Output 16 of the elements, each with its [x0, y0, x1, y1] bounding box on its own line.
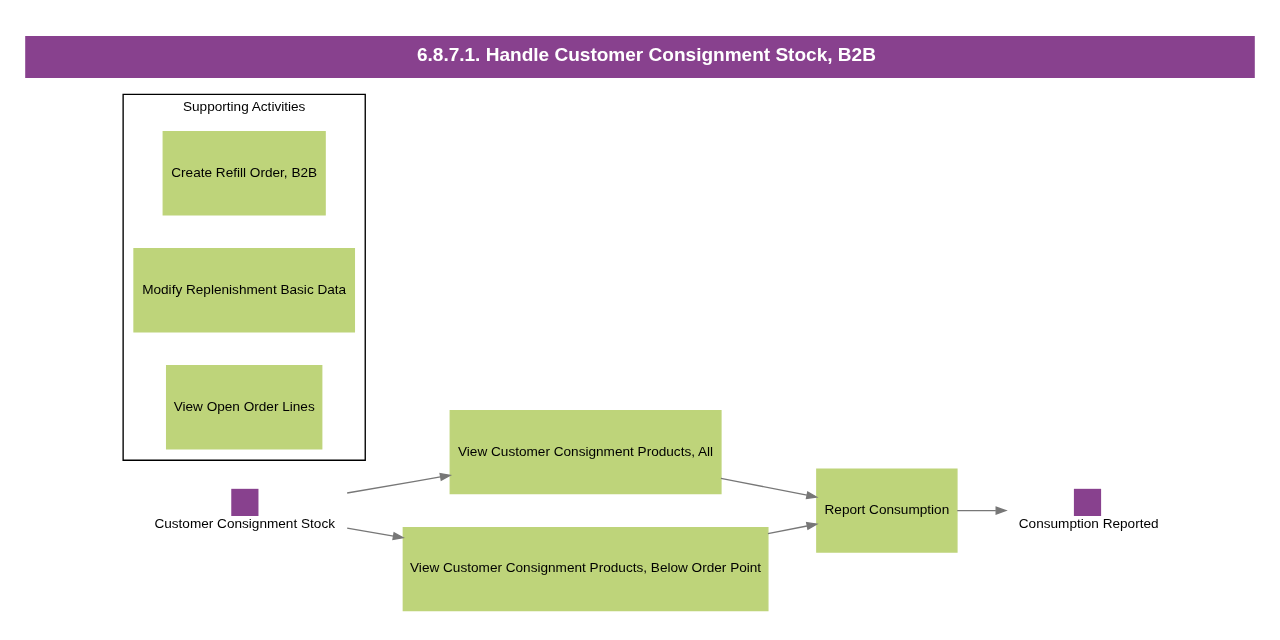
node-box: Create Refill Order, B2B: [162, 130, 326, 215]
node-label: Customer Consignment Stock: [154, 515, 335, 531]
node-box: [231, 488, 259, 516]
arrow: [346, 472, 453, 494]
node-box: View Open Order Lines: [166, 364, 323, 449]
node-box: Modify Replenishment Basic Data: [133, 247, 356, 332]
node-box: View Customer Consignment Products, Below Order Point: [402, 526, 769, 611]
node-box: Report Consumption: [816, 467, 958, 553]
arrow: [956, 505, 1008, 515]
node-label: Consumption Reported: [1018, 515, 1159, 531]
node-box: [1073, 488, 1102, 516]
node-box: View Customer Consignment Products, All: [449, 409, 722, 494]
arrow: [767, 521, 819, 534]
diagram-title: 6.8.7.1. Handle Customer Consignment Stock, B2B: [416, 43, 876, 65]
arrow: [720, 477, 819, 499]
arrow: [346, 526, 405, 540]
